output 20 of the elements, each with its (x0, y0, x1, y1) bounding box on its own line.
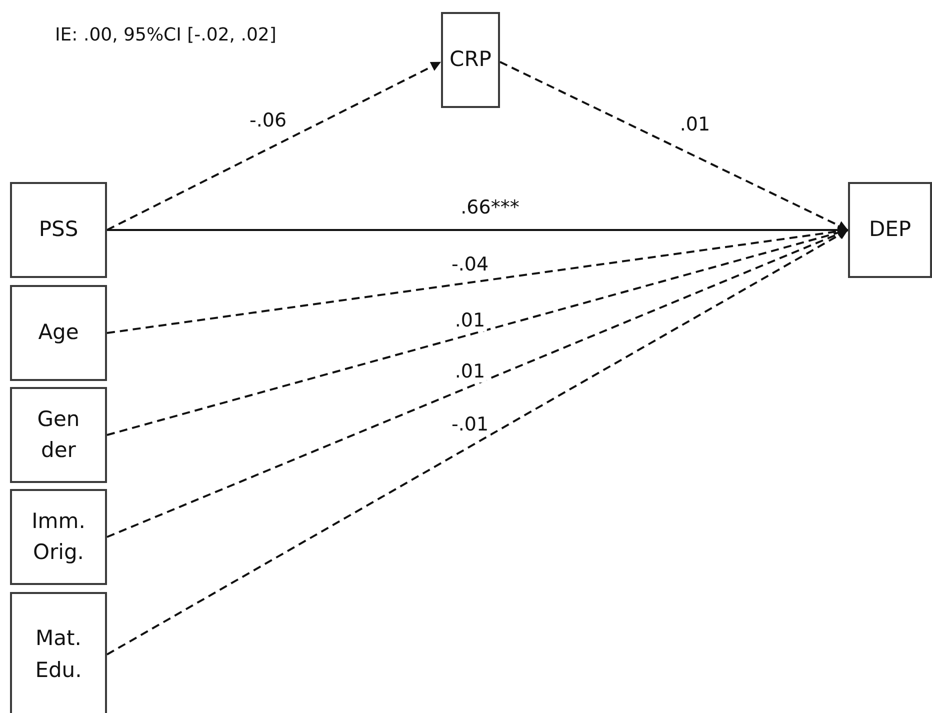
variable-label: CRP (450, 46, 492, 74)
variable-box (10, 592, 107, 713)
dashed-arrow (500, 61, 848, 231)
variable-label: Imm. Orig. (30, 508, 86, 566)
dashed-arrow (106, 229, 848, 538)
variable-label: Age (38, 319, 79, 346)
edge-label: -.01 (449, 414, 491, 436)
dashed-arrow (106, 61, 442, 231)
variable-label: PSS (38, 216, 78, 244)
variable-box (848, 182, 932, 278)
dashed-arrow (106, 229, 848, 656)
variable-label: Gender (36, 406, 81, 464)
variable-label: Mat. Edu. (34, 625, 83, 684)
variable-box (10, 182, 107, 278)
variable-box (441, 12, 500, 108)
variable-box (10, 387, 107, 483)
variable-box (10, 489, 107, 585)
indirect-effect-note: IE: .00, 95%CI [-.02, .02] (55, 24, 276, 46)
variable-box (10, 285, 107, 381)
variable-label: DEP (868, 216, 912, 244)
